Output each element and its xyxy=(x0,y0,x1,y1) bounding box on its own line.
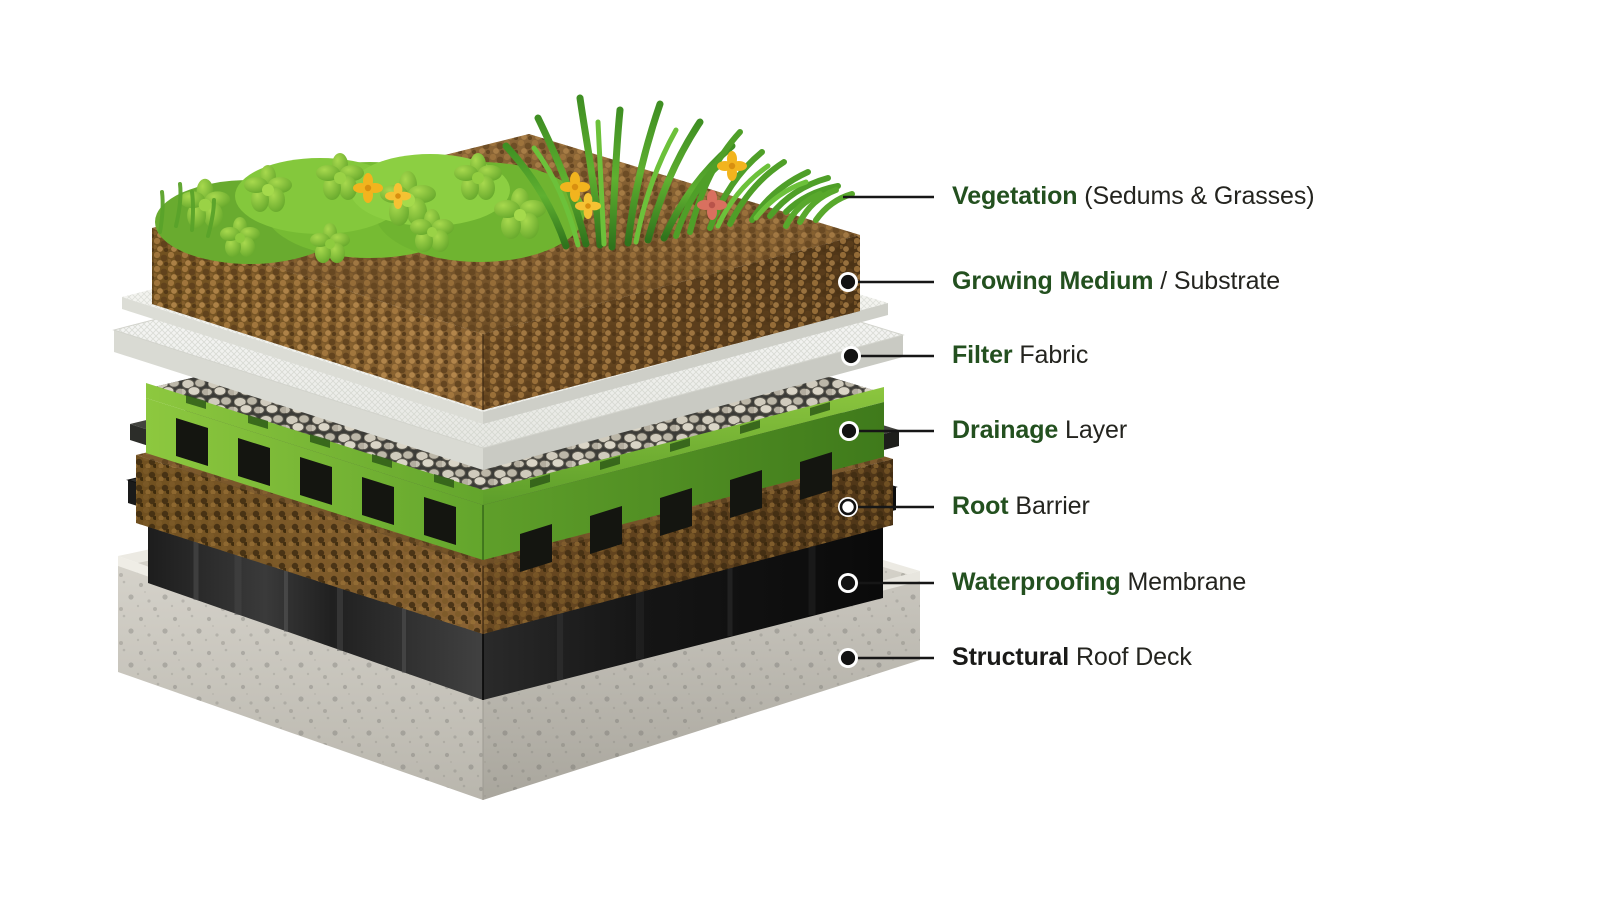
callout-keyword-drainage-layer: Drainage xyxy=(952,416,1059,444)
callout-keyword-structural-roof-deck: Structural xyxy=(952,643,1070,671)
callout-rest-drainage-layer: Layer xyxy=(1058,416,1128,444)
callout-rest-root-barrier: Barrier xyxy=(1008,492,1090,520)
sedum-mass xyxy=(155,153,585,264)
callout-filter-fabric[interactable]: Filter Fabric xyxy=(952,343,1088,368)
leader-marker-growing-medium xyxy=(840,274,856,290)
callout-keyword-waterproofing-membrane: Waterproofing xyxy=(952,568,1121,596)
callout-vegetation[interactable]: Vegetation (Sedums & Grasses) xyxy=(952,182,1315,210)
leader-marker-structural-roof-deck xyxy=(840,650,856,666)
layer-vegetation xyxy=(155,94,855,264)
callout-drainage-layer[interactable]: Drainage Layer xyxy=(952,418,1127,443)
callout-root-barrier[interactable]: Root Barrier xyxy=(952,494,1090,519)
callout-keyword-growing-medium: Growing Medium xyxy=(952,267,1154,295)
callout-rest-filter-fabric: Fabric xyxy=(1012,341,1089,369)
grass-tuft xyxy=(502,94,855,251)
callout-rest-waterproofing-membrane: Membrane xyxy=(1120,568,1247,596)
callout-rest-structural-roof-deck: Roof Deck xyxy=(1069,643,1192,671)
callout-keyword-filter-fabric: Filter xyxy=(952,341,1013,369)
flowers xyxy=(353,151,747,220)
callout-waterproofing-membrane[interactable]: Waterproofing Membrane xyxy=(952,570,1246,595)
callout-structural-roof-deck[interactable]: Structural Roof Deck xyxy=(952,645,1192,670)
leader-marker-filter-fabric xyxy=(843,348,859,364)
callout-keyword-root-barrier: Root xyxy=(952,492,1009,520)
leader-marker-root-barrier xyxy=(839,498,857,516)
callout-rest-vegetation: (Sedums & Grasses) xyxy=(1077,182,1315,210)
leader-marker-waterproofing-membrane xyxy=(840,575,856,591)
callout-keyword-vegetation: Vegetation xyxy=(952,182,1078,210)
callout-rest-growing-medium: / Substrate xyxy=(1153,267,1281,295)
callout-leader-lines xyxy=(838,195,934,668)
leader-marker-drainage-layer xyxy=(841,423,857,439)
callout-growing-medium[interactable]: Growing Medium / Substrate xyxy=(952,269,1280,294)
